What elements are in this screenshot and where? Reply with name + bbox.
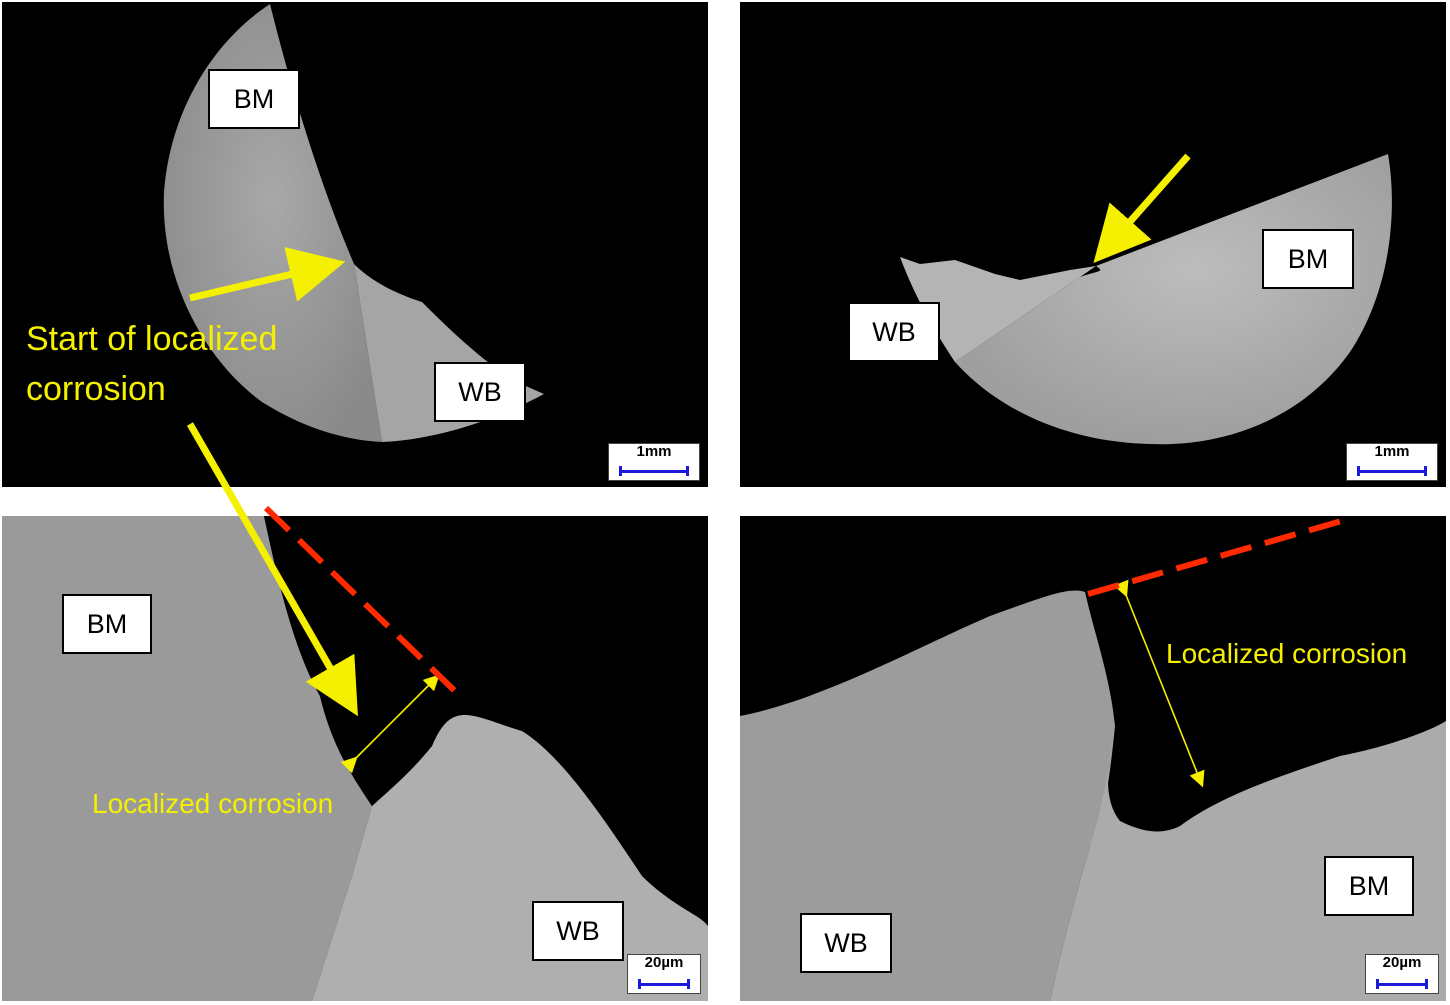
micrograph-top-left <box>163 4 544 442</box>
panel-top-left: BM WB 1mm <box>2 2 708 487</box>
bm-label: BM <box>1262 229 1354 289</box>
scale-bar: 1mm <box>608 443 700 481</box>
bm-label: BM <box>208 69 300 129</box>
scale-bar-label: 1mm <box>636 443 672 460</box>
scale-bar-label: 20µm <box>1382 954 1422 971</box>
wb-label: WB <box>434 362 526 422</box>
bm-region <box>955 154 1392 445</box>
bm-label: BM <box>62 594 152 654</box>
localized-corrosion-label: Localized corrosion <box>92 788 334 819</box>
wb-region <box>900 257 1096 362</box>
scale-bar: 20µm <box>627 954 701 994</box>
scale-bar: 20µm <box>1365 954 1439 994</box>
start-localized-corrosion-label: Start of localized corrosion <box>26 320 278 408</box>
micrograph-bottom-right <box>740 590 1446 1001</box>
localized-corrosion-label: Localized corrosion <box>1166 638 1408 669</box>
bm-label: BM <box>1324 856 1414 916</box>
panel-bottom-right: BM WB Localized corrosion 20µm <box>740 516 1446 1001</box>
panel-top-right: BM WB 1mm <box>740 2 1446 487</box>
wb-label: WB <box>532 901 624 961</box>
scale-bar: 1mm <box>1346 443 1438 481</box>
scale-bar-label: 1mm <box>1374 443 1410 460</box>
panel-bottom-left: BM WB Localized corrosion 20µm <box>2 516 708 1001</box>
wb-region <box>740 590 1115 1001</box>
wb-label: WB <box>848 302 940 362</box>
scale-bar-label: 20µm <box>644 954 684 971</box>
wb-label: WB <box>800 913 892 973</box>
micrograph-top-right <box>900 154 1392 445</box>
bm-region <box>1050 721 1446 1001</box>
